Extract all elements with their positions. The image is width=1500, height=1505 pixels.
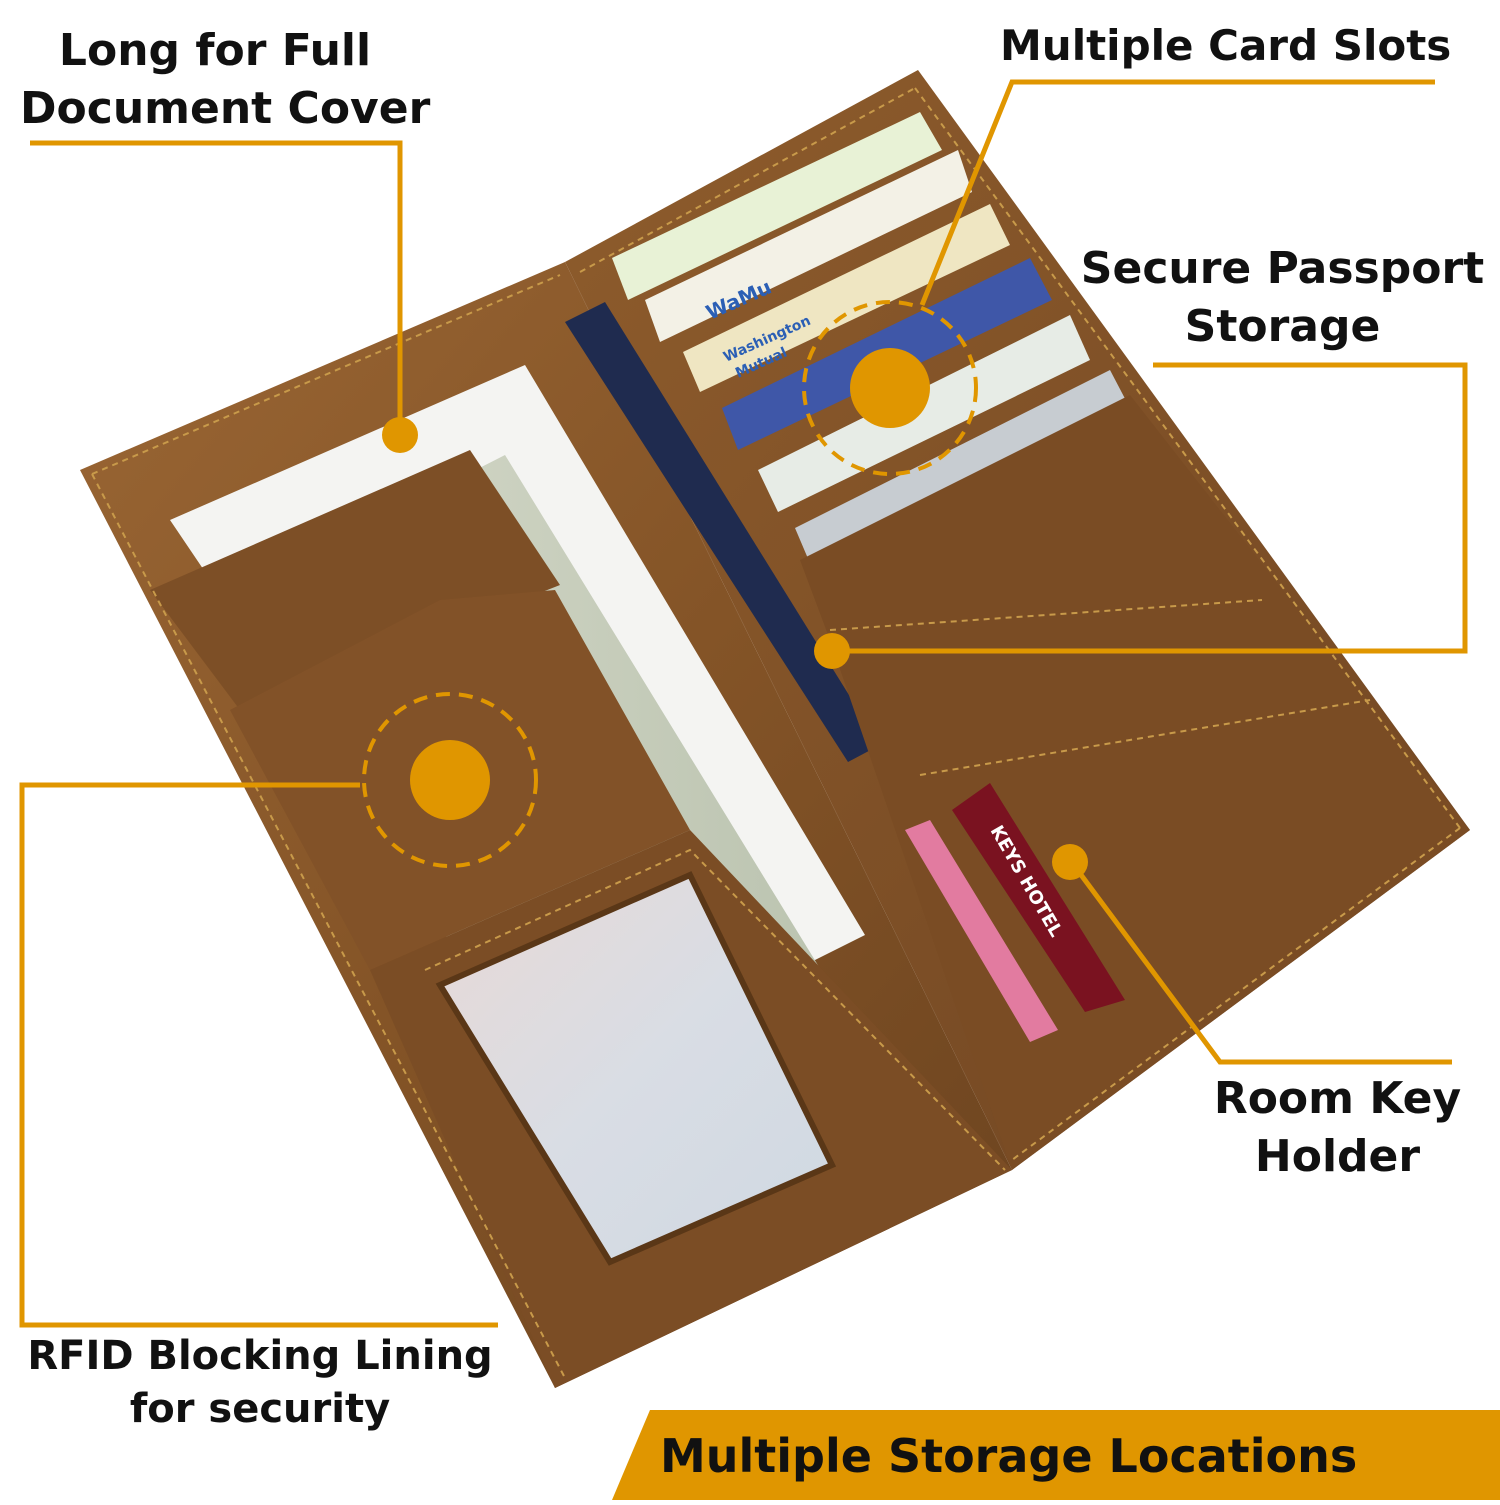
leader-lines	[19, 79, 1468, 1328]
id-window	[435, 871, 837, 1266]
callout-dots	[382, 348, 1088, 880]
callout-long-cover-line2: Document Cover	[20, 83, 431, 135]
callout-card-slots: Multiple Card Slots	[1000, 18, 1452, 73]
callout-room-key-line1: Room Key	[1213, 1073, 1462, 1124]
hotel-key-card	[952, 783, 1125, 1012]
callout-rfid-line1: RFID Blocking Lining	[27, 1333, 493, 1379]
front-pocket	[150, 450, 560, 710]
callout-passport-line1: Secure Passport	[1080, 243, 1485, 294]
right-pocket	[800, 395, 1470, 1170]
callout-room-key: Room Key Holder	[1200, 1070, 1475, 1186]
card-stack	[612, 112, 1132, 568]
callout-rfid-line2: for security	[129, 1385, 391, 1432]
callout-passport: Secure Passport Storage	[1080, 240, 1485, 356]
callout-long-cover: Long for Full Document Cover	[20, 22, 431, 138]
pink-card	[905, 820, 1058, 1042]
callout-room-key-line2: Holder	[1254, 1131, 1421, 1183]
callout-card-slots-line1: Multiple Card Slots	[1000, 21, 1452, 70]
banner-title: Multiple Storage Locations	[660, 1429, 1358, 1483]
stitching	[91, 87, 1461, 1379]
passport-booklet	[565, 302, 880, 762]
callout-passport-line2: Storage	[1184, 301, 1381, 353]
callout-rfid: RFID Blocking Lining for security	[10, 1330, 510, 1436]
dashed-rings	[362, 300, 978, 868]
banner-bar	[612, 1410, 1500, 1500]
callout-long-cover-line1: Long for Full	[58, 25, 372, 76]
